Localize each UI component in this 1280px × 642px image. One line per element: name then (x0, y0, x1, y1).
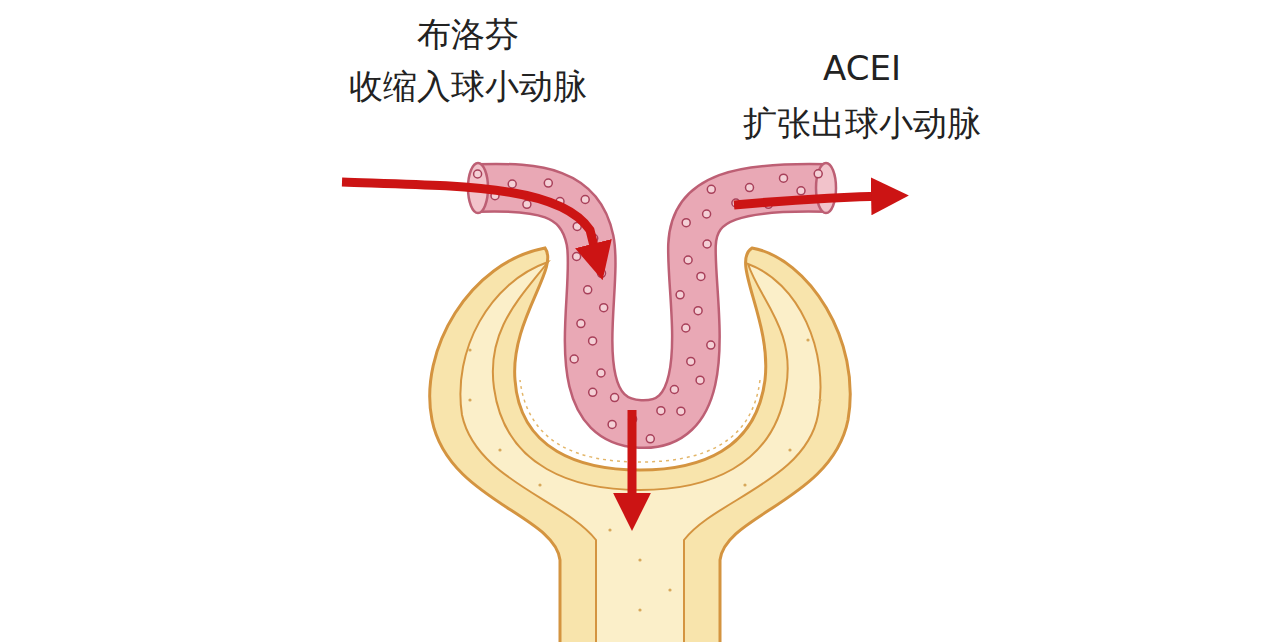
blood-cell (523, 200, 531, 208)
blood-cell (573, 253, 581, 261)
texture-dot (498, 448, 501, 451)
flow-arrow (734, 196, 890, 205)
capsular-space (460, 262, 820, 642)
blood-cell (670, 386, 678, 394)
texture-dot (743, 483, 746, 486)
blood-cell (797, 187, 805, 195)
blood-cell (703, 210, 711, 218)
blood-cell (687, 357, 695, 365)
blood-cell (577, 320, 585, 328)
blood-cell (570, 355, 578, 363)
texture-dot (668, 588, 671, 591)
blood-cell (676, 291, 684, 299)
blood-cells (474, 170, 823, 443)
blood-cell (696, 376, 704, 384)
blood-cell (707, 185, 715, 193)
glomerular-capillary (478, 188, 826, 424)
blood-cell (684, 256, 692, 264)
blood-cell (694, 307, 702, 315)
capsule-texture (468, 338, 821, 611)
blood-cell (682, 324, 690, 332)
texture-dot (468, 348, 471, 351)
blood-cell (707, 341, 715, 349)
drug-effect: 扩张出球小动脉 (743, 103, 981, 144)
drug-name: ACEI (823, 48, 901, 89)
texture-dot (638, 508, 641, 511)
blood-cell (814, 170, 822, 178)
texture-dot (638, 558, 641, 561)
blood-cell (597, 369, 605, 377)
blood-cell (611, 394, 619, 402)
drug-effect: 收缩入球小动脉 (349, 66, 587, 107)
blood-cell (677, 407, 685, 415)
blood-cell (646, 435, 654, 443)
blood-cell (584, 286, 592, 294)
blood-cell (682, 219, 690, 227)
drug-name: 布洛芬 (417, 14, 519, 55)
blood-cell (657, 407, 665, 415)
texture-dot (806, 338, 809, 341)
texture-dot (608, 528, 611, 531)
blood-cell (589, 337, 597, 345)
blood-cell (544, 179, 552, 187)
flow-arrow (342, 182, 598, 262)
blood-cell (697, 272, 705, 280)
blood-cell (780, 174, 788, 182)
texture-dot (538, 483, 541, 486)
blood-cell (581, 196, 589, 204)
vessel-wall (478, 188, 826, 424)
blood-cell (746, 184, 754, 192)
blood-cell (474, 170, 482, 178)
blood-cell (508, 180, 516, 188)
blood-cell (703, 240, 711, 248)
filtration-arrow (628, 410, 637, 512)
texture-dot (638, 608, 641, 611)
blood-cell (608, 420, 616, 428)
texture-dot (818, 398, 821, 401)
blood-cell (600, 304, 608, 312)
texture-dot (788, 448, 791, 451)
blood-cell (589, 388, 597, 396)
texture-dot (468, 398, 471, 401)
blood-cell (598, 269, 606, 277)
